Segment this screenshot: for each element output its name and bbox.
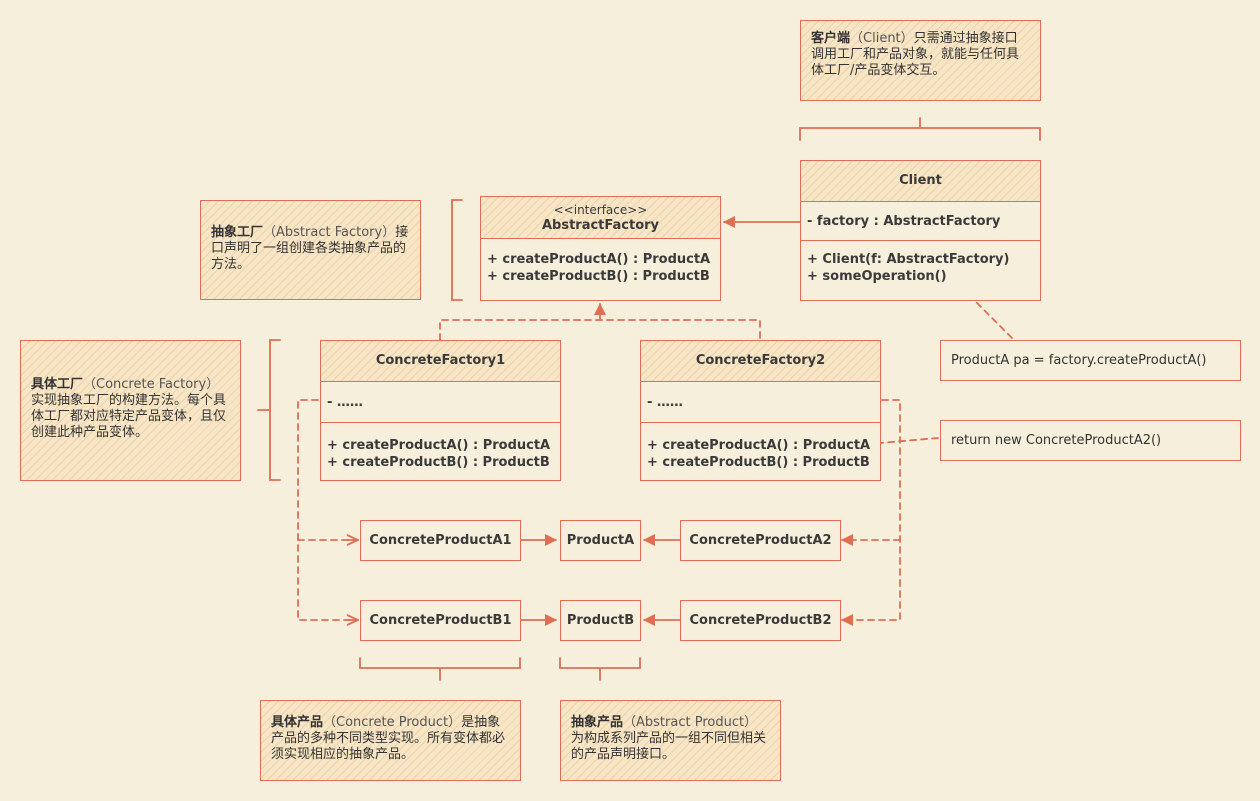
factory2-dependencies	[845, 399, 901, 621]
class-af-methods: + createProductA() : ProductA + createPr…	[481, 239, 720, 285]
bracket-abstract-product	[559, 657, 641, 681]
code-note-client-op: ProductA pa = factory.createProductA()	[940, 340, 1241, 381]
class-cf1-name: ConcreteFactory1	[321, 341, 560, 382]
note-ap-title: 抽象产品	[571, 715, 624, 730]
note-ap-text: 为构成系列产品的一组不同但相关的产品声明接口。	[571, 731, 767, 762]
class-concrete-factory2: ConcreteFactory2 - …… + createProductA()…	[640, 340, 881, 481]
product-concrete-a1: ConcreteProductA1	[360, 520, 521, 561]
class-cf2-methods: + createProductA() : ProductA + createPr…	[641, 423, 880, 471]
note-cf-text: 实现抽象工厂的构建方法。每个具体工厂都对应特定产品变体，且仅创建此种产品变体。	[31, 393, 227, 440]
note-af-sub: （Abstract Factory）	[263, 225, 396, 240]
class-client-name: Client	[801, 161, 1040, 202]
class-af-name: AbstractFactory	[541, 218, 660, 233]
client-field: - factory : AbstractFactory	[807, 213, 1001, 229]
note-client-title: 客户端	[811, 31, 851, 46]
client-method-someoperation: + someOperation()	[807, 269, 947, 284]
code-note-factory2-op: return new ConcreteProductA2()	[940, 420, 1241, 461]
class-client-fields: - factory : AbstractFactory	[801, 202, 1040, 241]
note-cf-sub: （Concrete Factory）	[83, 377, 220, 392]
client-method-constructor: + Client(f: AbstractFactory)	[807, 252, 1010, 267]
bracket-concrete-factory	[257, 339, 281, 481]
note-af-text: 接口声明了一组创建各类抽象产品的方法。	[211, 225, 409, 272]
note-cf-title: 具体工厂	[31, 377, 84, 392]
cf1-field: - ……	[327, 394, 363, 410]
note-client: 客户端（Client）只需通过抽象接口调用工厂和产品对象，就能与任何具体工厂/产…	[800, 20, 1041, 101]
cf2-method-create-b: + createProductB() : ProductB	[647, 455, 870, 470]
product-abstract-b: ProductB	[560, 600, 641, 641]
class-client-methods: + Client(f: AbstractFactory) + someOpera…	[801, 241, 1040, 285]
class-cf1-methods: + createProductA() : ProductA + createPr…	[321, 423, 560, 471]
bracket-client	[799, 117, 1041, 141]
af-method-create-a: + createProductA() : ProductA	[487, 252, 711, 267]
note-abstract-factory: 抽象工厂（Abstract Factory）接口声明了一组创建各类抽象产品的方法…	[200, 200, 421, 300]
note-cp-title: 具体产品	[271, 715, 324, 730]
class-cf2-fields: - ……	[641, 382, 880, 423]
cf1-method-create-b: + createProductB() : ProductB	[327, 455, 550, 470]
note-client-text: 只需通过抽象接口调用工厂和产品对象，就能与任何具体工厂/产品变体交互。	[811, 31, 1020, 78]
note-af-title: 抽象工厂	[211, 225, 264, 240]
factory-realization	[439, 303, 761, 341]
note-concrete-factory: 具体工厂（Concrete Factory）实现抽象工厂的构建方法。每个具体工厂…	[20, 340, 241, 481]
class-cf2-name: ConcreteFactory2	[641, 341, 880, 382]
factory1-dependencies	[297, 399, 357, 621]
class-af-header: <<interface>> AbstractFactory	[481, 197, 720, 239]
note-ap-sub: （Abstract Product）	[623, 715, 758, 730]
note-cp-text: 是抽象产品的多种不同类型实现。所有变体都必须实现相应的抽象产品。	[271, 715, 506, 762]
af-method-create-b: + createProductB() : ProductB	[487, 269, 710, 284]
product-concrete-a2: ConcreteProductA2	[680, 520, 841, 561]
product-abstract-a: ProductA	[560, 520, 641, 561]
class-abstract-factory: <<interface>> AbstractFactory + createPr…	[480, 196, 721, 301]
note-cp-sub: （Concrete Product）	[323, 715, 462, 730]
cf1-method-create-a: + createProductA() : ProductA	[327, 438, 551, 453]
note-concrete-product: 具体产品（Concrete Product）是抽象产品的多种不同类型实现。所有变…	[260, 700, 521, 781]
note-abstract-product: 抽象产品（Abstract Product）为构成系列产品的一组不同但相关的产品…	[560, 700, 781, 781]
client-op-note-link	[957, 283, 1013, 339]
cf2-field: - ……	[647, 394, 683, 410]
cf2-method-create-a: + createProductA() : ProductA	[647, 438, 871, 453]
class-af-stereotype: <<interface>>	[553, 203, 648, 217]
class-cf1-fields: - ……	[321, 382, 560, 423]
product-concrete-b2: ConcreteProductB2	[680, 600, 841, 641]
bracket-concrete-product	[359, 657, 521, 681]
bracket-abstract-factory	[451, 199, 463, 301]
class-client: Client - factory : AbstractFactory + Cli…	[800, 160, 1041, 301]
product-concrete-b1: ConcreteProductB1	[360, 600, 521, 641]
class-concrete-factory1: ConcreteFactory1 - …… + createProductA()…	[320, 340, 561, 481]
note-client-sub: （Client）	[850, 31, 914, 46]
